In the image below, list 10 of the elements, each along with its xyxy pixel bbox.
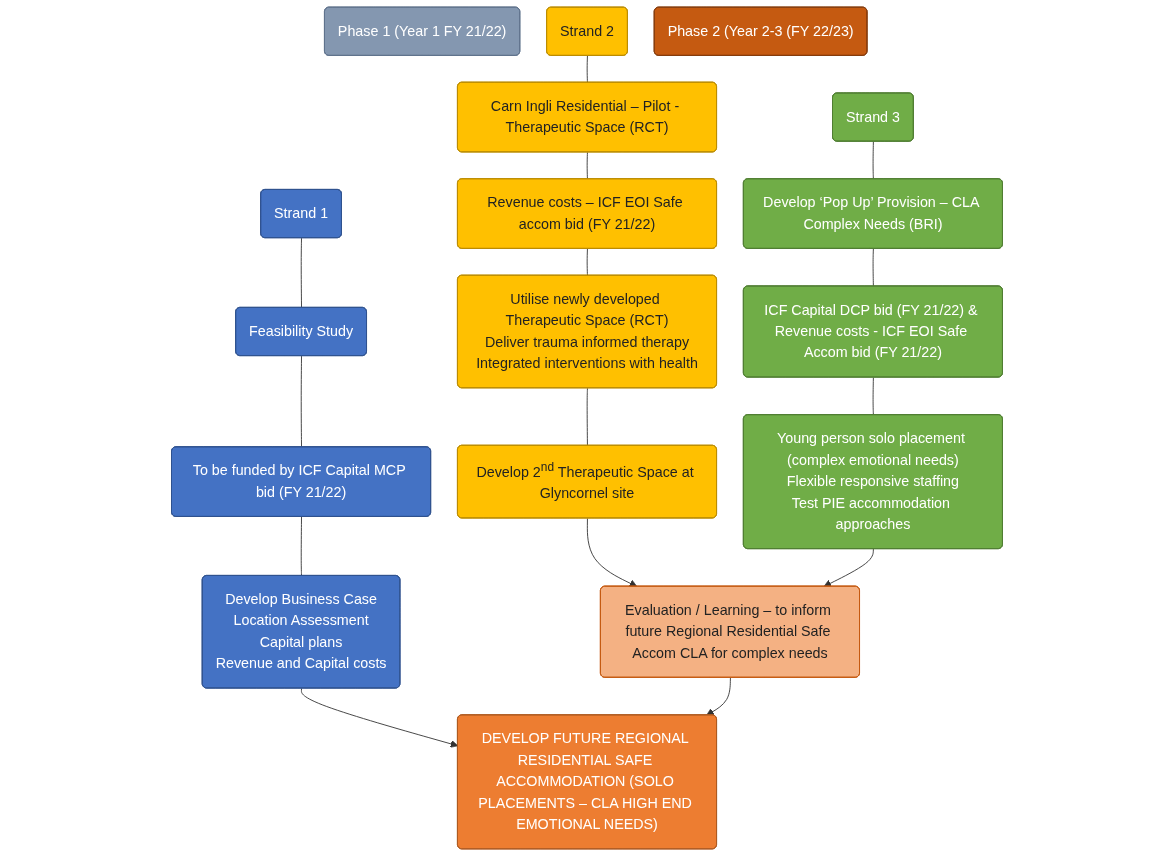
connector <box>586 151 588 180</box>
connector <box>872 248 874 287</box>
connector <box>872 141 874 180</box>
connector <box>300 237 302 309</box>
connector <box>586 387 588 447</box>
connector <box>872 377 874 416</box>
connector <box>586 55 588 84</box>
connector <box>300 355 302 448</box>
connector <box>586 248 588 277</box>
connector <box>300 516 302 577</box>
